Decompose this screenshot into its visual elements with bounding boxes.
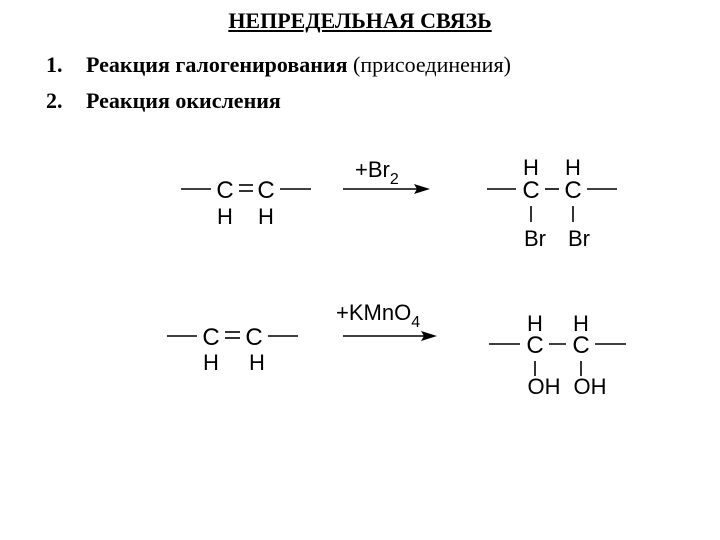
- reagent-kmno4: +KMnO4: [336, 300, 437, 341]
- reagent-subscript: 4: [411, 314, 420, 331]
- carbon-atom: C: [202, 324, 219, 351]
- hydrogen-atom: H: [523, 155, 539, 180]
- bromine-atom: Br: [524, 226, 546, 251]
- reactant-ethene-1: C C H H: [181, 177, 311, 229]
- hydroxyl-group: OH: [574, 374, 607, 399]
- product-ethylene-glycol: H H C C OH OH: [489, 311, 626, 399]
- arrow-head-icon: [421, 331, 437, 341]
- hydrogen-atom: H: [203, 350, 219, 375]
- reagent-label: +Br: [355, 157, 390, 182]
- hydrogen-atom: H: [573, 311, 589, 336]
- hydrogen-atom: H: [249, 350, 265, 375]
- carbon-atom: C: [245, 324, 262, 351]
- hydrogen-atom: H: [217, 204, 233, 229]
- hydrogen-atom: H: [565, 155, 581, 180]
- product-dibromoethane: H H C C Br Br: [487, 155, 617, 251]
- reagent-label: +KMnO: [336, 300, 411, 325]
- carbon-atom: C: [216, 177, 233, 204]
- reaction-1: C C H H +Br2 H H C C: [181, 155, 617, 251]
- list-item-oxidation: 2. Реакция окисления: [46, 88, 281, 114]
- reagent-subscript: 2: [390, 171, 399, 188]
- item-number: 2.: [46, 88, 63, 113]
- carbon-atom: C: [526, 332, 543, 359]
- svg-text:+KMnO4: +KMnO4: [336, 300, 420, 331]
- carbon-atom: C: [572, 332, 589, 359]
- list-item-halogenation: 1. Реакция галогенирования (присоединения…: [46, 52, 511, 78]
- bromine-atom: Br: [568, 226, 590, 251]
- hydrogen-atom: H: [527, 311, 543, 336]
- slide-title: НЕПРЕДЕЛЬНАЯ СВЯЗЬ: [228, 8, 492, 33]
- item-number: 1.: [46, 52, 63, 77]
- hydroxyl-group: OH: [528, 374, 561, 399]
- carbon-atom: C: [257, 177, 274, 204]
- item-rest-text: (присоединения): [347, 52, 511, 77]
- carbon-atom: C: [564, 177, 581, 204]
- reactant-ethene-2: C C H H: [167, 324, 298, 375]
- svg-text:+Br2: +Br2: [355, 157, 399, 188]
- item-bold-text: Реакция галогенирования: [86, 52, 348, 77]
- carbon-atom: C: [522, 177, 539, 204]
- hydrogen-atom: H: [258, 204, 274, 229]
- reagent-br2: +Br2: [343, 157, 430, 194]
- reaction-2: C C H H +KMnO4 H H C C: [167, 300, 626, 399]
- arrow-head-icon: [414, 184, 430, 194]
- item-bold-text: Реакция окисления: [86, 88, 281, 113]
